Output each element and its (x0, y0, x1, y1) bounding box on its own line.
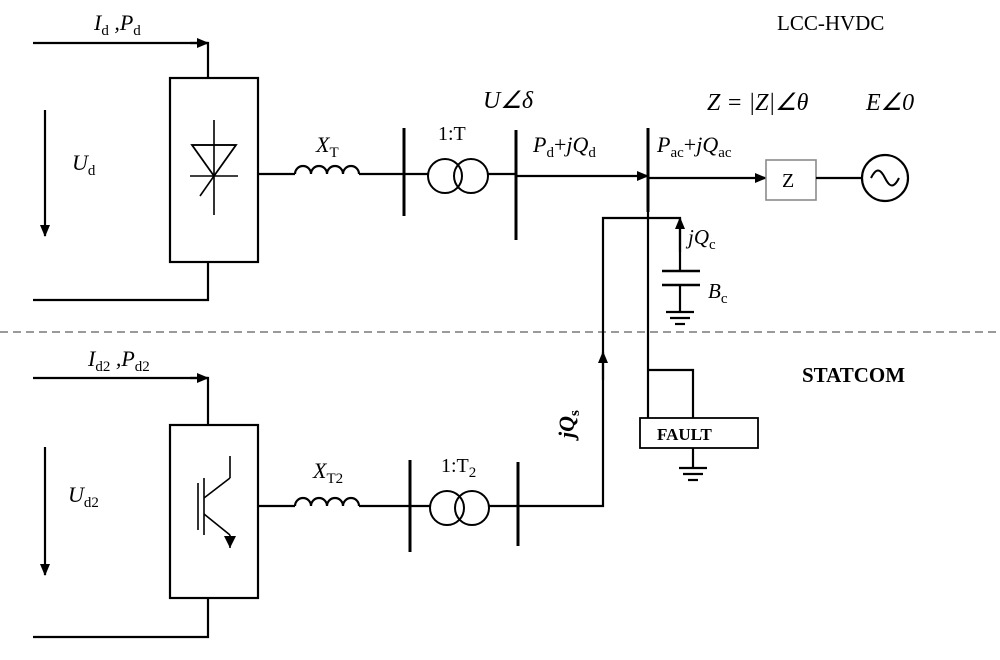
statcom-title: STATCOM (802, 363, 905, 387)
ground-icon (666, 310, 694, 326)
transformer-icon (429, 490, 490, 526)
capacitor-susceptance-label: Bc (708, 279, 728, 307)
dc-current-power-label-bottom: Id2 ,Pd2 (87, 346, 150, 375)
dc-return-bottom-line (33, 598, 210, 639)
statcom-reactive-label: jQs (554, 410, 583, 441)
statcom-connection-line (518, 216, 648, 508)
reactance-label-bottom: XT2 (312, 458, 343, 487)
ground-icon (679, 466, 707, 482)
transformer-icon (427, 158, 489, 194)
dc-input-bottom-line (33, 376, 210, 425)
lcc-converter-box (168, 76, 260, 264)
impedance-expression: Z = |Z|∠θ (707, 90, 809, 116)
dc-voltage-label-bottom: Ud2 (68, 482, 99, 511)
statcom-section (33, 216, 759, 639)
hvdc-power-flow-label: Pd+jQd (532, 132, 596, 161)
voltage-angle-label: U∠δ (483, 88, 534, 114)
fault-label: FAULT (657, 425, 712, 444)
dc-voltage-label-top: Ud (72, 150, 96, 179)
lcc-hvdc-title: LCC-HVDC (777, 11, 884, 35)
fault-box (639, 417, 759, 449)
capacitor-icon (662, 260, 700, 312)
inductor-icon (293, 164, 361, 175)
thyristor-icon (190, 120, 238, 215)
ac-source-icon (860, 153, 910, 203)
impedance-box-label: Z (782, 170, 794, 192)
ac-power-flow-label: Pac+jQac (656, 132, 732, 161)
capacitor-branch-line (648, 216, 682, 260)
source-expression: E∠0 (865, 90, 914, 116)
dc-return-top-line (33, 262, 210, 302)
lcc-hvdc-section (33, 38, 910, 370)
transformer-ratio-label-top: 1:T (438, 123, 466, 145)
capacitor-reactive-label: jQc (685, 225, 716, 253)
transformer-ratio-label-bottom: 1:T2 (441, 455, 476, 481)
dc-current-power-label-top: Id ,Pd (93, 10, 141, 39)
fault-branch-line (648, 368, 695, 418)
dc-input-top-line (33, 41, 210, 78)
impedance-box (765, 159, 817, 201)
inductor-icon (293, 496, 361, 507)
reactance-label-top: XT (315, 132, 339, 161)
vsc-converter-box (168, 423, 260, 600)
igbt-icon (197, 456, 236, 548)
